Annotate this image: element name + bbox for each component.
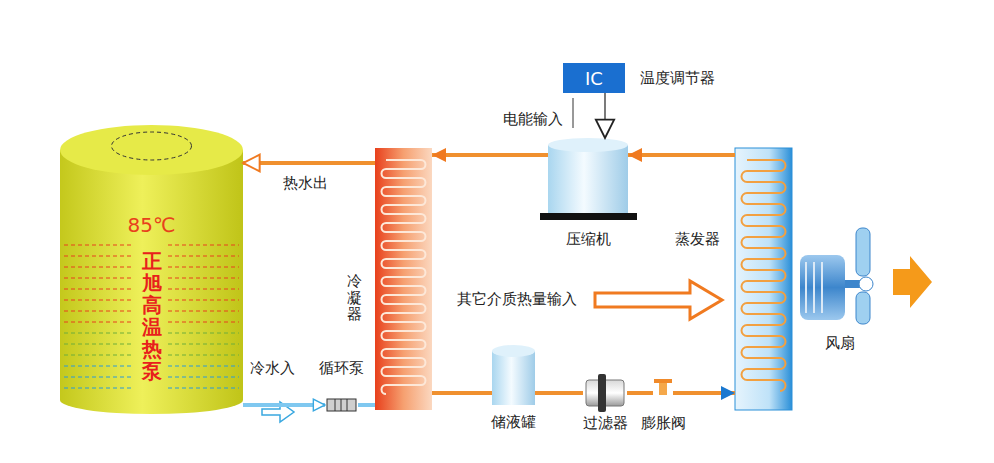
temperature-band xyxy=(168,300,239,301)
component-node: 冷凝器 xyxy=(375,148,432,410)
temperature-band xyxy=(168,267,239,268)
pipe-connector xyxy=(673,391,735,395)
temperature-band xyxy=(168,377,239,378)
component-node: 压缩机 xyxy=(548,138,628,220)
component-label: 膨胀阀 xyxy=(641,414,686,432)
pipe-connector xyxy=(627,391,653,395)
receiver-tank xyxy=(492,345,535,405)
leader-line xyxy=(573,98,574,128)
component-label: IC xyxy=(585,68,603,90)
component-label: 循环泵 xyxy=(319,359,364,377)
component-node: 85℃ 正旭高温热泵 xyxy=(60,125,243,412)
temperature-band xyxy=(168,344,239,345)
temperature-band xyxy=(168,289,239,290)
temperature-band xyxy=(64,311,134,312)
temperature-band xyxy=(64,256,134,257)
temperature-band xyxy=(168,355,239,356)
component-node: 循环泵 xyxy=(325,397,358,413)
pipe-connector xyxy=(243,403,325,407)
condenser xyxy=(375,148,432,410)
component-label: 冷凝器 xyxy=(347,273,362,323)
component-label: 85℃ xyxy=(128,213,176,237)
temperature-band xyxy=(64,245,134,246)
temperature-band xyxy=(64,278,134,279)
temperature-band xyxy=(168,333,239,334)
evaporator xyxy=(735,148,792,410)
temperature-band xyxy=(168,388,239,389)
note-label: 其它介质热量输入 xyxy=(457,290,577,308)
temperature-band xyxy=(64,388,134,389)
component-node: 风扇 xyxy=(800,228,880,328)
component-node: 膨胀阀 xyxy=(653,378,673,394)
component-node: 蒸发器 xyxy=(735,148,792,410)
temperature-band xyxy=(64,377,134,378)
pipe-connector xyxy=(243,161,375,165)
temperature-band xyxy=(64,322,134,323)
temperature-band xyxy=(168,311,239,312)
temperature-band xyxy=(64,300,134,301)
pipe-connector xyxy=(432,153,548,157)
temperature-band xyxy=(64,366,134,367)
pipe-connector xyxy=(604,93,605,138)
compressor xyxy=(540,138,637,220)
temperature-band xyxy=(64,267,134,268)
temperature-band xyxy=(168,278,239,279)
temperature-band xyxy=(168,322,239,323)
note-label: 温度调节器 xyxy=(640,69,715,87)
water-tank xyxy=(60,125,243,414)
component-label: 风扇 xyxy=(825,334,855,352)
filter xyxy=(586,374,624,412)
temperature-band xyxy=(64,344,134,345)
pipe-label: 热水出 xyxy=(283,174,328,192)
heat-input-arrow xyxy=(595,281,722,319)
temperature-band xyxy=(64,333,134,334)
component-node: 储液罐 xyxy=(492,345,535,407)
temperature-band xyxy=(64,355,134,356)
component-node: 过滤器 xyxy=(583,372,627,410)
pipe-label: 冷水入 xyxy=(250,359,295,377)
pipe-label: 电能输入 xyxy=(503,110,563,128)
fan xyxy=(800,228,932,324)
component-label: 压缩机 xyxy=(566,230,611,248)
temperature-band xyxy=(168,256,239,257)
component-node: IC xyxy=(563,63,625,93)
pipe-connector xyxy=(628,153,735,157)
pipe-connector xyxy=(535,391,583,395)
pipe-connector xyxy=(358,403,375,407)
temperature-band xyxy=(64,289,134,290)
temperature-band xyxy=(168,366,239,367)
pipe-connector xyxy=(432,391,492,395)
pump xyxy=(327,399,356,411)
temperature-band xyxy=(168,245,239,246)
component-label: 过滤器 xyxy=(583,414,628,432)
component-label: 正旭高温热泵 xyxy=(142,250,162,382)
component-label: 储液罐 xyxy=(491,413,536,431)
expansion-valve xyxy=(654,379,672,395)
component-label: 蒸发器 xyxy=(675,230,720,248)
